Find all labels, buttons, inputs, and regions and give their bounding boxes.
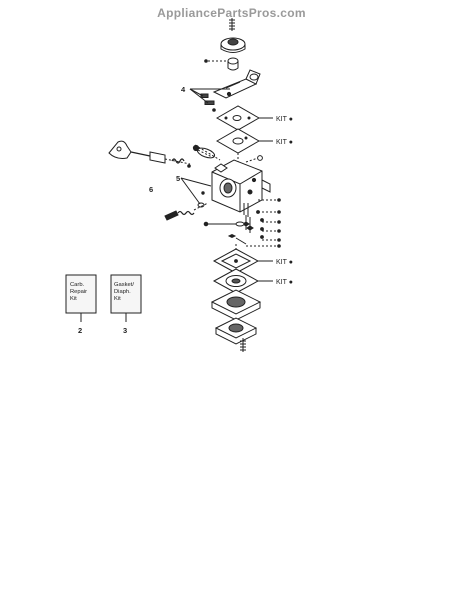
watermark: AppliancePartsPros.com — [157, 6, 306, 20]
diaphragm-plate-1 — [215, 105, 273, 131]
kit-box-2-line3: Kit — [114, 296, 121, 302]
left-bullets — [203, 221, 247, 245]
kit-label-3: KIT ● — [276, 259, 293, 266]
right-bullets — [277, 198, 281, 248]
kit-box-1-number: 2 — [78, 326, 82, 335]
gasket-ring-2 — [212, 268, 273, 294]
callout-5-leaders — [180, 177, 212, 208]
bottom-screw — [240, 338, 246, 352]
gasket-ring-1 — [212, 244, 273, 274]
cap-fitting — [204, 57, 239, 71]
mixture-needles — [242, 210, 264, 239]
diaphragm-plate-2 — [215, 128, 273, 162]
idle-screw — [164, 202, 209, 221]
callout-5: 5 — [176, 174, 180, 183]
kit-box-1-line2: Repair — [70, 289, 87, 295]
callout-6: 6 — [149, 185, 153, 194]
pump-cover — [210, 289, 262, 321]
choke-spring — [171, 158, 191, 168]
right-bullet-leaders — [246, 199, 276, 247]
kit-box-2-number: 3 — [123, 326, 127, 335]
carb-repair-kit-box — [65, 274, 97, 322]
kit-label-1: KIT ● — [276, 116, 293, 123]
choke-arm — [108, 140, 191, 165]
parts-group-4 — [189, 88, 230, 112]
left-small-screws — [192, 144, 263, 163]
kit-box-2-line2: Diaph. — [114, 289, 131, 295]
top-cap — [220, 37, 246, 53]
kit-box-1-line1: Carb. — [70, 282, 85, 288]
kit-label-2: KIT ● — [276, 139, 293, 146]
gasket-diaph-kit-box — [110, 274, 142, 322]
bottom-cover — [214, 317, 258, 345]
kit-box-1-line3: Kit — [70, 296, 77, 302]
throttle-lever — [212, 69, 261, 99]
kit-box-2-line1: Gasket/ — [114, 282, 134, 288]
callout-4: 4 — [181, 85, 186, 94]
top-screw — [229, 18, 235, 31]
kit-label-4: KIT ● — [276, 279, 293, 286]
carburetor-body — [211, 159, 271, 217]
